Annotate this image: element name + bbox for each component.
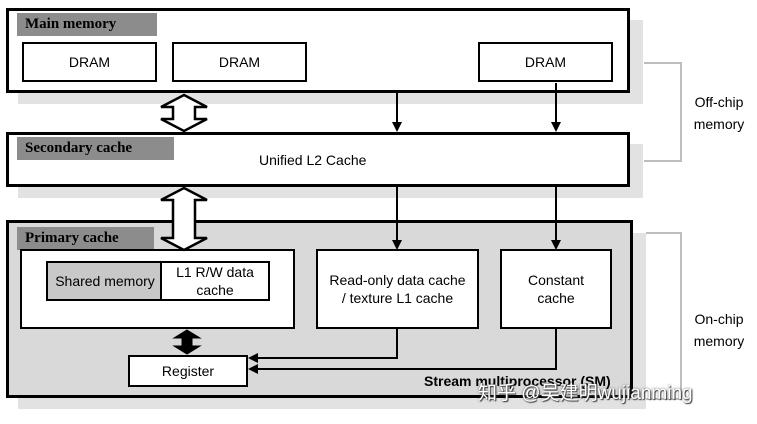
off-chip-label: Off-chip memory <box>693 94 745 132</box>
secondary-cache-panel: Secondary cache Unified L2 Cache <box>6 132 630 187</box>
off-chip-bracket <box>644 62 682 162</box>
unified-l2-cache-label: Unified L2 Cache <box>259 152 367 168</box>
l2-l1-double-arrow <box>160 186 208 252</box>
on-chip-bracket <box>646 232 682 400</box>
main-memory-title: Main memory <box>17 13 157 36</box>
on-chip-label: On-chip memory <box>693 311 745 349</box>
l1-rw-data-cache-box: L1 R/W data cache <box>160 261 270 301</box>
constant-to-register-arrow <box>248 329 557 374</box>
l1-register-double-arrow <box>172 329 202 355</box>
dram-box-2: DRAM <box>172 42 307 82</box>
readonly-to-register-arrow <box>248 329 398 363</box>
constant-cache-box: Constant cache <box>500 249 612 329</box>
dram-box-1: DRAM <box>22 42 157 82</box>
shared-memory-box: Shared memory <box>46 261 164 301</box>
sm-label: Stream multiprocessor (SM) <box>424 373 611 389</box>
readonly-cache-box: Read-only data cache / texture L1 cache <box>316 249 479 329</box>
register-box: Register <box>128 355 248 387</box>
dram-box-3: DRAM <box>478 42 613 82</box>
secondary-cache-title: Secondary cache <box>17 137 174 160</box>
primary-cache-title: Primary cache <box>17 227 154 250</box>
memory-l2-double-arrow <box>160 93 208 133</box>
watermark-text: 知乎 @吴建明wujianming <box>478 383 693 404</box>
